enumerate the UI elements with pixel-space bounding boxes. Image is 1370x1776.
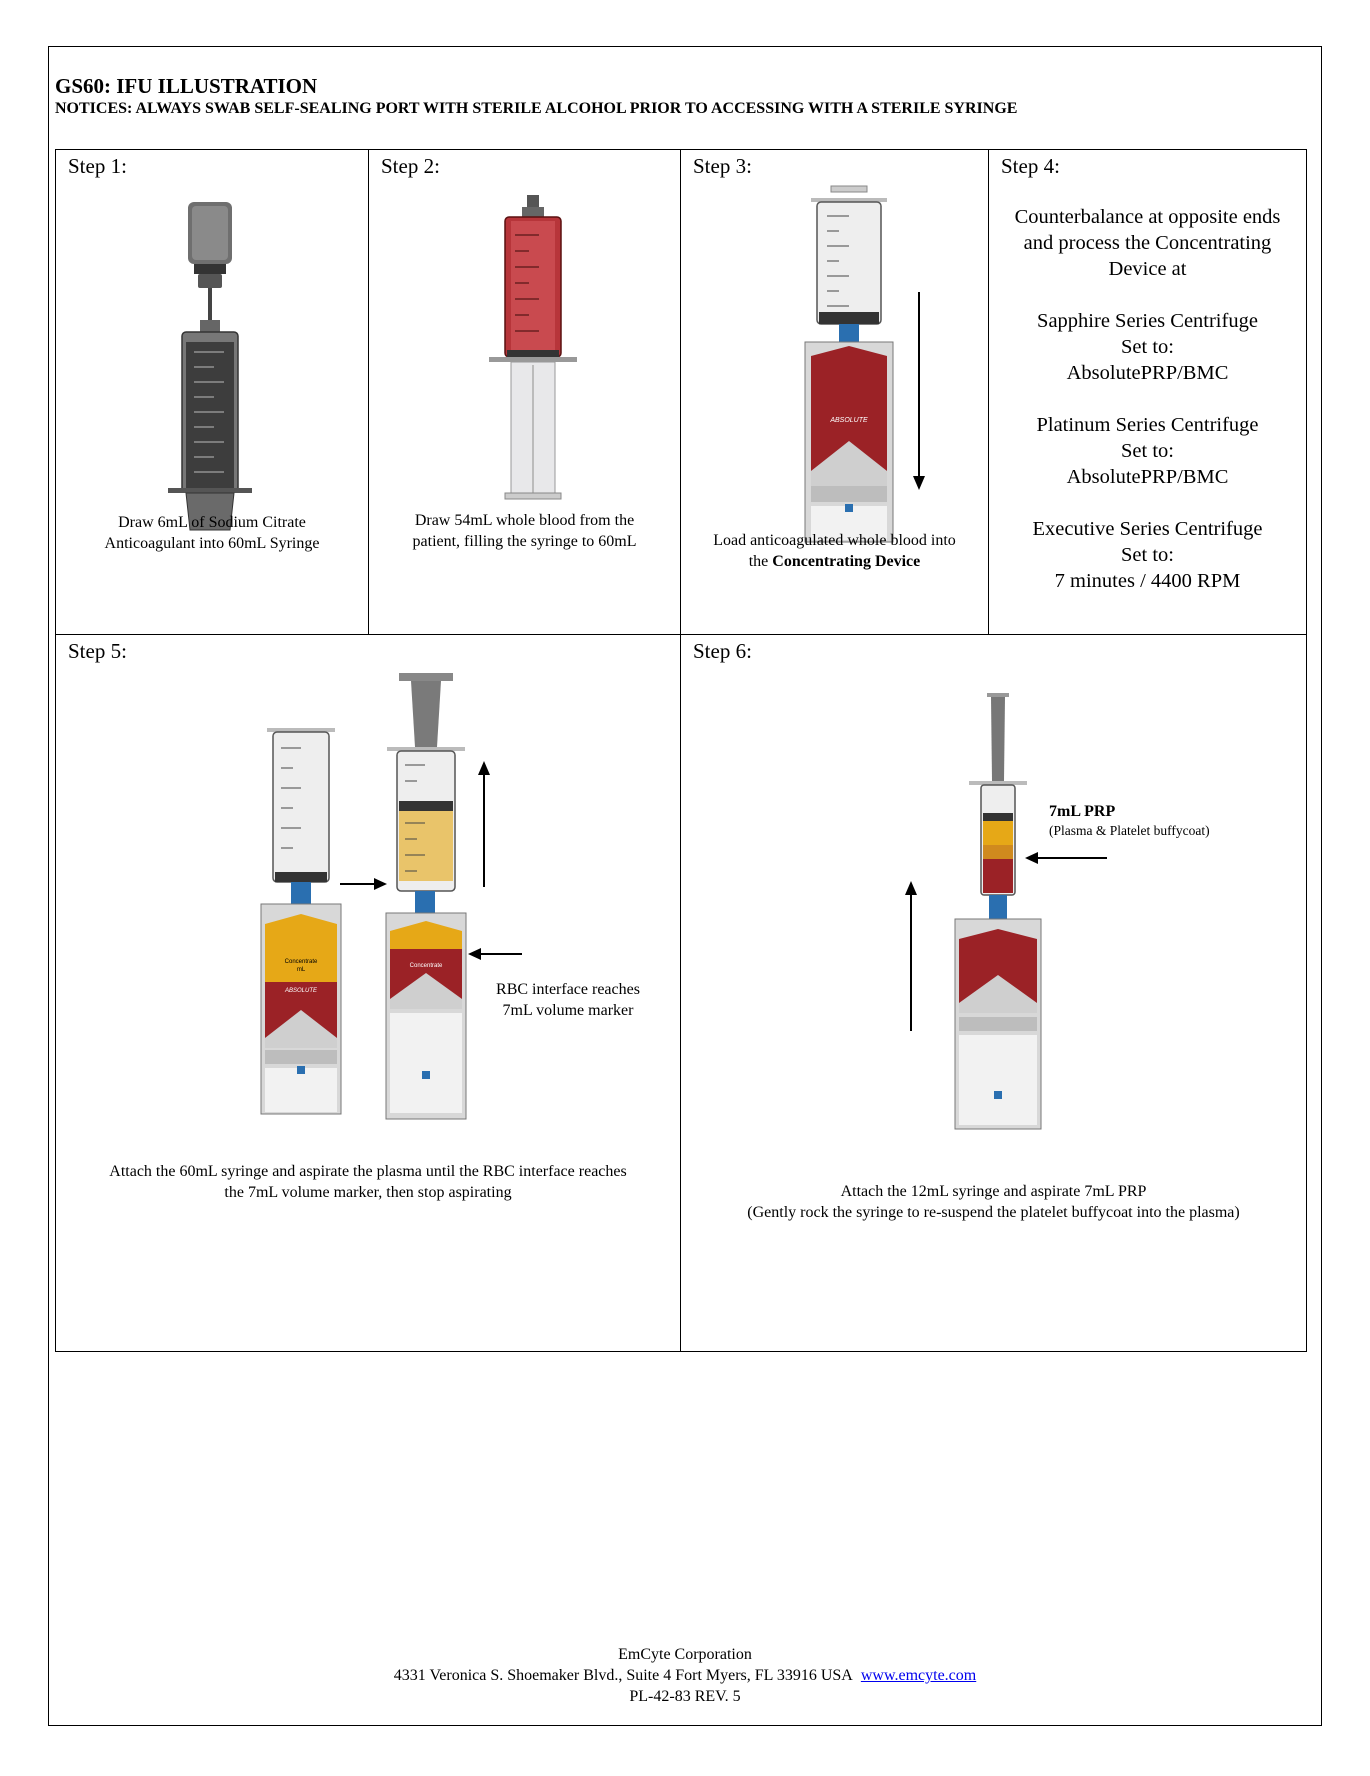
footer-company: EmCyte Corporation [618, 1646, 752, 1663]
down-arrow-icon [913, 292, 925, 490]
step-4-label: Step 4: [1001, 154, 1060, 178]
prp-annotation-subtitle: (Plasma & Platelet buffycoat) [1049, 823, 1210, 838]
step-3-label: Step 3: [693, 154, 752, 178]
device-after-aspiration-illustration: Concentrate [385, 673, 467, 1120]
device-before-aspiration-illustration: Concentrate mL ABSOLUTE [260, 728, 342, 1115]
instruction-line: and process the Concentrating [1023, 232, 1272, 254]
device-ml-label: mL [297, 967, 306, 973]
annotation-line: RBC interface reaches [496, 981, 640, 998]
instruction-line [989, 282, 1306, 308]
caption-line: the 7mL volume marker, then stop aspirat… [224, 1184, 512, 1201]
step-2-label: Step 2: [381, 154, 440, 178]
step-4-instructions: Counterbalance at opposite ends and proc… [989, 204, 1306, 594]
prp-syringe-on-device-illustration [954, 693, 1042, 1130]
step-1-cell: Step 1: Draw 6mL of Sodium Citrate Antic… [55, 149, 369, 635]
step-2-caption: Draw 54mL whole blood from the patient, … [369, 510, 680, 552]
footer-doc-id: PL-42-83 REV. 5 [629, 1688, 741, 1705]
instruction-line: Set to: [1121, 440, 1174, 462]
instruction-line: Executive Series Centrifuge [1032, 518, 1263, 540]
footer-address: 4331 Veronica S. Shoemaker Blvd., Suite … [393, 1667, 853, 1684]
instruction-line: Platinum Series Centrifuge [1036, 414, 1259, 436]
instruction-line: Device at [1108, 258, 1187, 280]
step-2-cell: Step 2: Draw 54mL whole blood from the p… [368, 149, 681, 635]
prp-annotation-title: 7mL PRP [1049, 803, 1116, 820]
caption-line: Load anticoagulated whole blood into [713, 532, 956, 549]
caption-line: patient, filling the syringe to 60mL [412, 533, 637, 550]
instruction-line [989, 386, 1306, 412]
syringe-filled-blood-illustration [489, 195, 577, 500]
device-brand-label: ABSOLUTE [284, 988, 318, 994]
caption-line: (Gently rock the syringe to re-suspend t… [747, 1204, 1240, 1221]
up-arrow-icon [905, 881, 917, 1031]
step-6-cell: Step 6: 7mL PRP (Plasma & Platelet buffy… [680, 634, 1307, 1352]
step-1-label: Step 1: [68, 154, 127, 178]
device-concentrate-label: Concentrate [285, 959, 318, 965]
caption-line: Attach the 60mL syringe and aspirate the… [109, 1163, 627, 1180]
instruction-line: AbsolutePRP/BMC [1066, 362, 1229, 384]
up-arrow-icon [478, 761, 490, 887]
left-arrow-icon [468, 948, 522, 960]
syringe-on-device-illustration: ABSOLUTE [804, 185, 894, 543]
footer: EmCyte Corporation 4331 Veronica S. Shoe… [0, 1644, 1370, 1707]
step-6-caption: Attach the 12mL syringe and aspirate 7mL… [681, 1181, 1306, 1223]
instruction-line: AbsolutePRP/BMC [1066, 466, 1229, 488]
step-4-cell: Step 4: Counterbalance at opposite ends … [988, 149, 1307, 635]
step-5-cell: Step 5: Concentrate mL ABSOLUTE [55, 634, 681, 1352]
step-5-caption: Attach the 60mL syringe and aspirate the… [56, 1161, 680, 1203]
instruction-line: Set to: [1121, 336, 1174, 358]
device-brand-label: ABSOLUTE [829, 417, 868, 424]
instruction-line: 7 minutes / 4400 RPM [1054, 570, 1241, 592]
instruction-line [989, 490, 1306, 516]
notice-text: NOTICES: ALWAYS SWAB SELF-SEALING PORT W… [55, 100, 1018, 117]
step-6-label: Step 6: [693, 639, 752, 663]
caption-prefix: the [748, 553, 773, 570]
instruction-line: Set to: [1121, 544, 1174, 566]
syringe-with-vial-illustration [168, 202, 252, 531]
page-title: GS60: IFU ILLUSTRATION [55, 74, 318, 98]
instruction-line: Counterbalance at opposite ends [1014, 206, 1281, 228]
caption-line: Draw 6mL of Sodium Citrate [118, 514, 306, 531]
caption-line: Anticoagulant into 60mL Syringe [104, 535, 320, 552]
footer-website-link[interactable]: www.emcyte.com [860, 1667, 977, 1684]
right-arrow-icon [340, 878, 387, 890]
caption-line: the Concentrating Device [681, 551, 988, 572]
step-5-label: Step 5: [68, 639, 127, 663]
page-frame [48, 46, 1322, 1726]
step-1-caption: Draw 6mL of Sodium Citrate Anticoagulant… [56, 512, 368, 554]
instruction-line: Sapphire Series Centrifuge [1037, 310, 1258, 332]
device-concentrate-label: Concentrate [410, 963, 443, 969]
caption-line: Draw 54mL whole blood from the [414, 512, 635, 529]
caption-bold: Concentrating Device [772, 553, 921, 570]
left-arrow-icon [1025, 852, 1107, 864]
step-3-caption: Load anticoagulated whole blood into the… [681, 530, 988, 572]
annotation-line: 7mL volume marker [502, 1002, 634, 1019]
rbc-interface-annotation: RBC interface reaches 7mL volume marker [468, 979, 668, 1021]
footer-address-line: 4331 Veronica S. Shoemaker Blvd., Suite … [0, 1665, 1370, 1686]
caption-line: Attach the 12mL syringe and aspirate 7mL… [840, 1183, 1147, 1200]
step-3-cell: Step 3: ABSOLUTE Load anticoagulated who… [680, 149, 989, 635]
